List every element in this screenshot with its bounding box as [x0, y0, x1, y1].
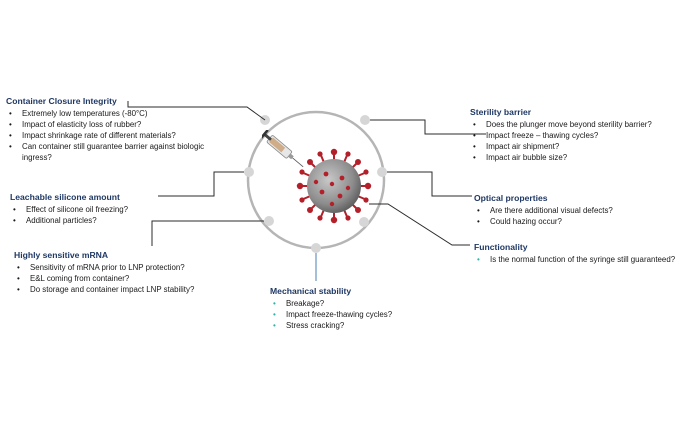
list-item: Impact freeze – thawing cycles? — [470, 130, 652, 141]
list-item: Impact air shipment? — [470, 141, 652, 152]
node-optical — [377, 167, 387, 177]
group-highly-sensitive-mrna: Highly sensitive mRNA Sensitivity of mRN… — [14, 250, 194, 295]
list-item: Can container still guarantee barrier ag… — [6, 141, 204, 152]
group-title: Optical properties — [474, 193, 548, 203]
list-item: Impact freeze-thawing cycles? — [270, 309, 392, 320]
list-item: Does the plunger move beyond sterility b… — [470, 119, 652, 130]
group-functionality: Functionality Is the normal function of … — [474, 242, 680, 265]
node-mechanical — [311, 243, 321, 253]
list-item: Could hazing occur? — [474, 216, 613, 227]
group-title: Functionality — [474, 242, 528, 252]
list-item: Sensitivity of mRNA prior to LNP protect… — [14, 262, 194, 273]
group-sterility-barrier: Sterility barrier Does the plunger move … — [470, 107, 652, 163]
list-item: Impact of elasticity loss of rubber? — [6, 119, 204, 130]
group-title: Leachable silicone amount — [10, 192, 120, 202]
list-item-continuation: ingress? — [22, 153, 52, 163]
virus-illustration — [296, 148, 372, 224]
list-item: Do storage and container impact LNP stab… — [14, 284, 194, 295]
group-leachable-silicone: Leachable silicone amount Effect of sili… — [10, 192, 128, 226]
list-item: Impact air bubble size? — [470, 152, 652, 163]
connector-mrna — [151, 220, 264, 246]
node-functionality — [359, 217, 369, 227]
connector-optical — [387, 171, 472, 197]
group-optical-properties: Optical properties Are there additional … — [474, 193, 613, 227]
list-item: Additional particles? — [10, 215, 128, 226]
list-item: Impact shrinkage rate of different mater… — [6, 130, 204, 141]
group-title: Highly sensitive mRNA — [14, 250, 109, 260]
group-title: Sterility barrier — [470, 107, 532, 117]
group-container-closure-integrity: Container Closure Integrity Extremely lo… — [6, 96, 204, 163]
list-item: Is the normal function of the syringe st… — [474, 254, 680, 265]
connector-leachable — [158, 171, 244, 197]
list-item: Extremely low temperatures (-80°C) — [6, 108, 204, 119]
node-mrna — [264, 216, 274, 226]
list-item: Stress cracking? — [270, 320, 392, 331]
connector-ccI — [127, 101, 266, 121]
list-item: E&L coming from container? — [14, 273, 194, 284]
node-sterility — [360, 115, 370, 125]
group-mechanical-stability: Mechanical stability Breakage? Impact fr… — [270, 286, 392, 331]
node-leachable — [244, 167, 254, 177]
connector-functionality — [369, 203, 470, 246]
group-title: Mechanical stability — [270, 286, 352, 296]
syringe-illustration — [262, 130, 304, 168]
list-item: Are there additional visual defects? — [474, 205, 613, 216]
connector-sterility — [370, 119, 486, 135]
list-item: Breakage? — [270, 298, 392, 309]
group-title: Container Closure Integrity — [6, 96, 117, 106]
list-item: Effect of silicone oil freezing? — [10, 204, 128, 215]
